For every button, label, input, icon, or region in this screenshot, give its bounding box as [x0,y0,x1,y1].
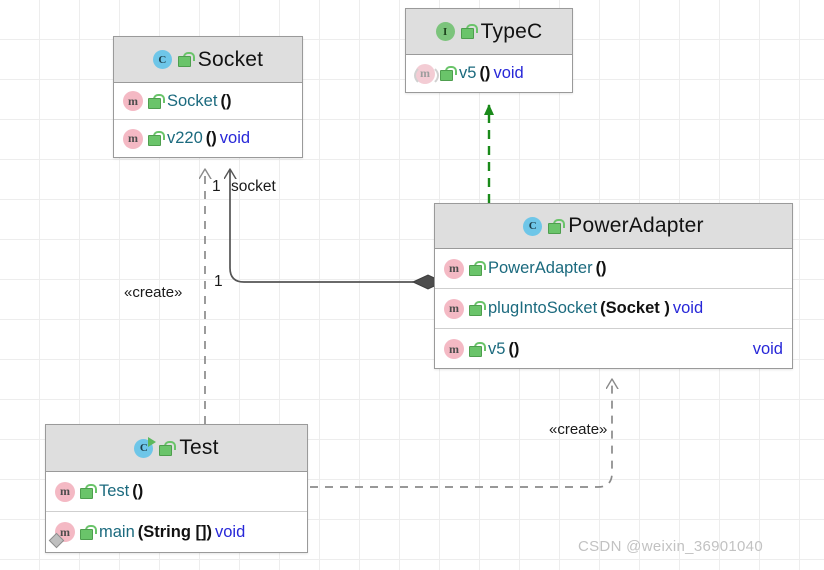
member-params: () [595,259,607,277]
member-params: () [479,64,491,82]
label-create-socket: «create» [124,284,183,301]
member-params: () [220,91,232,110]
member-name: Socket [167,91,218,110]
public-unlocked-icon [159,440,177,456]
public-unlocked-icon [469,341,486,357]
member-params: (String []) [137,522,212,541]
member-row[interactable]: m main (String []) void [46,512,307,552]
class-header-socket: C Socket [114,37,302,83]
class-box-test[interactable]: C Test m Test () m main (String [45,424,308,553]
member-row[interactable]: m v5 () void [435,329,792,369]
label-multiplicity-adapter-end: 1 [214,273,223,290]
member-row[interactable]: m plugIntoSocket (Socket ) void [435,289,792,329]
class-box-typec[interactable]: I TypeC m v5 () void [405,8,573,93]
public-unlocked-icon [148,93,165,109]
member-row[interactable]: m v220 () void [114,120,302,157]
method-icon-static: m [55,522,75,542]
public-unlocked-icon [460,24,478,39]
class-box-poweradapter[interactable]: C PowerAdapter m PowerAdapter () m plug [434,203,793,369]
member-name: v5 [488,339,506,358]
member-name: PowerAdapter [488,259,593,277]
member-return-type: void [752,339,783,358]
class-header-poweradapter: C PowerAdapter [435,204,792,249]
member-params: () [205,129,217,147]
label-multiplicity-socket-end: 1 [212,178,221,195]
label-role-socket: socket [231,178,276,195]
public-unlocked-icon [548,218,566,234]
public-unlocked-icon [80,524,97,540]
class-box-socket[interactable]: C Socket m Socket () m v220 () [113,36,303,158]
member-row[interactable]: m PowerAdapter () [435,249,792,289]
member-return-type: void [215,522,246,541]
member-return-type: void [672,299,704,317]
class-icon: C [152,50,172,69]
member-return-type: void [219,129,251,147]
member-return-type: void [493,64,524,82]
member-row[interactable]: m Socket () [114,83,302,120]
interface-icon: I [435,22,455,41]
method-icon: m [55,481,75,502]
class-icon: C [523,216,543,236]
member-name: v220 [167,129,203,147]
public-unlocked-icon [80,484,97,499]
method-icon: m [444,258,464,279]
class-header-typec: I TypeC [406,9,572,55]
public-unlocked-icon [440,66,457,81]
member-name: main [99,522,135,541]
method-icon: m [123,128,143,149]
class-name-test: Test [179,436,219,459]
class-runnable-icon: C [134,436,157,458]
class-name-socket: Socket [197,47,264,71]
public-unlocked-icon [469,301,486,316]
class-name-poweradapter: PowerAdapter [568,214,704,237]
member-params: (Socket ) [600,299,670,317]
method-icon-abstract: m [414,63,439,86]
public-unlocked-icon [148,131,165,146]
member-params: () [508,339,520,358]
member-name: v5 [459,64,477,82]
class-header-test: C Test [46,425,307,472]
method-icon: m [444,339,464,359]
member-params: () [132,482,144,500]
class-name-typec: TypeC [480,19,543,43]
member-row[interactable]: m v5 () void [406,55,572,92]
method-icon: m [123,91,143,111]
member-row[interactable]: m Test () [46,472,307,512]
member-name: plugIntoSocket [488,299,598,317]
public-unlocked-icon [177,52,195,67]
method-icon: m [444,298,464,319]
label-create-poweradapter: «create» [549,421,608,438]
watermark: CSDN @weixin_36901040 [578,538,763,555]
public-unlocked-icon [469,261,486,276]
member-name: Test [99,482,130,500]
